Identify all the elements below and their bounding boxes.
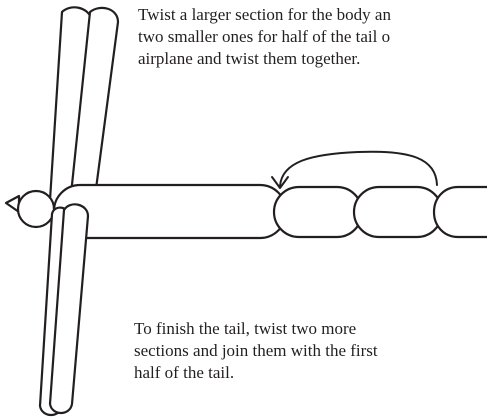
top-instruction-text: Twist a larger section for the body an t…: [138, 4, 391, 70]
body-balloon: [52, 183, 288, 240]
bottom-instruction-line: half of the tail.: [134, 363, 235, 382]
bottom-instruction-line: To finish the tail, twist two more: [134, 319, 357, 338]
bottom-instruction-text: To finish the tail, twist two more secti…: [134, 318, 378, 384]
curved-arrow-icon: [279, 150, 438, 187]
bottom-instruction-line: sections and join them with the first: [134, 341, 378, 360]
tail-segment-3: [432, 185, 487, 239]
tail-segment-2: [352, 185, 444, 239]
twist-knot: [16, 189, 56, 229]
top-instruction-line: airplane and twist them together.: [138, 49, 361, 68]
arrowhead-icon: [271, 176, 289, 189]
top-instruction-line: Twist a larger section for the body an: [138, 5, 391, 24]
lower-wing-front-balloon: [48, 203, 90, 415]
top-instruction-line: two smaller ones for half of the tail o: [138, 27, 391, 46]
tail-segment-1: [272, 185, 364, 239]
